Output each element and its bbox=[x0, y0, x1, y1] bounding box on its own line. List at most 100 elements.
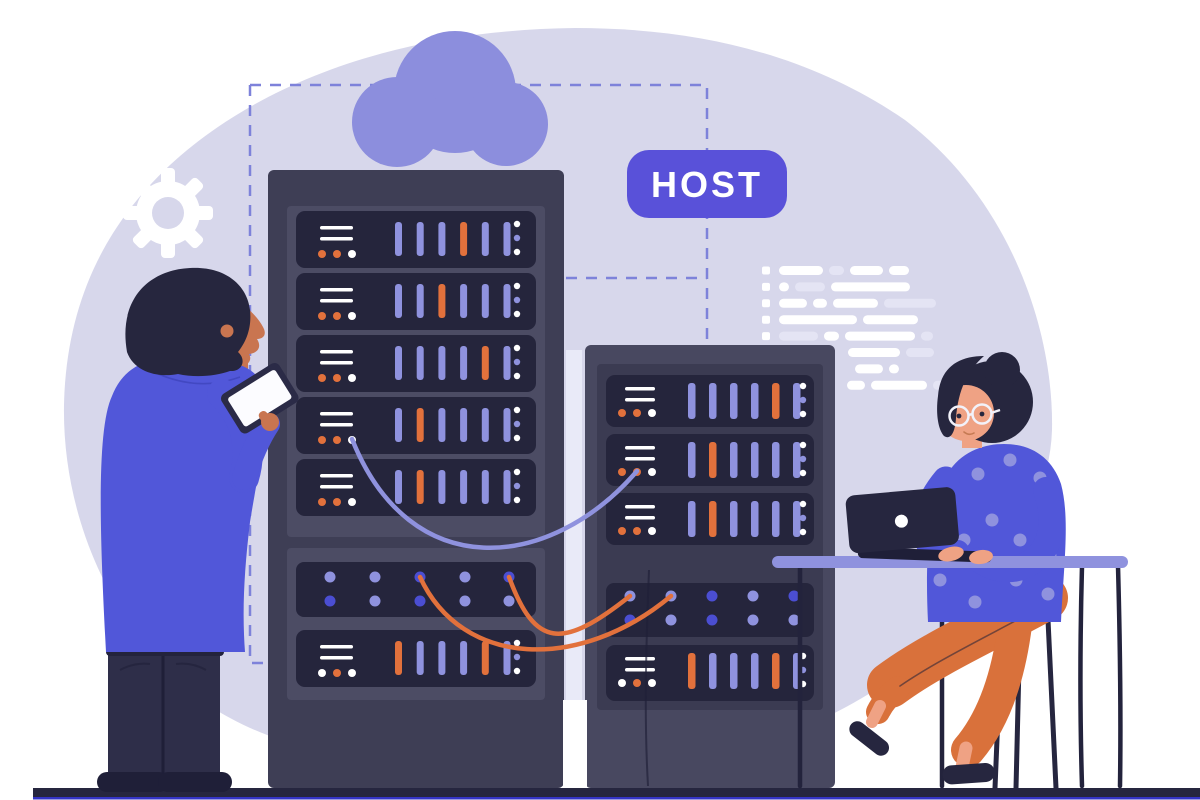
patch-panel-face bbox=[296, 562, 536, 617]
front-dot bbox=[333, 250, 341, 258]
front-dot bbox=[633, 527, 641, 535]
front-dot bbox=[318, 374, 326, 382]
side-dot bbox=[513, 434, 521, 442]
code-bar bbox=[884, 298, 936, 308]
side-dot bbox=[513, 482, 521, 490]
gear-icon bbox=[123, 168, 213, 258]
server-bar bbox=[460, 408, 468, 442]
patch-panel bbox=[606, 583, 814, 637]
side-dot bbox=[799, 469, 807, 477]
code-bar bbox=[889, 364, 899, 374]
code-bullet bbox=[762, 299, 770, 308]
server-bar bbox=[730, 383, 738, 419]
woman-shoe bbox=[942, 762, 995, 785]
network-cable-purple bbox=[349, 436, 640, 551]
desk-leg bbox=[1115, 563, 1123, 789]
status-line bbox=[625, 398, 655, 402]
code-line-row bbox=[848, 348, 934, 357]
code-bar bbox=[833, 298, 878, 308]
code-bar bbox=[871, 380, 927, 390]
man-shoe bbox=[97, 772, 169, 792]
code-bar bbox=[848, 348, 900, 357]
status-line bbox=[320, 237, 353, 241]
status-line bbox=[625, 668, 655, 672]
code-bar bbox=[829, 266, 844, 275]
code-line-row bbox=[762, 331, 933, 341]
server-bar bbox=[688, 501, 696, 537]
patch-dot bbox=[369, 595, 381, 607]
server-bar bbox=[416, 641, 424, 675]
server-bar bbox=[395, 222, 402, 256]
server-bar bbox=[772, 442, 780, 478]
host-badge: HOST bbox=[627, 150, 787, 218]
patch-dot bbox=[747, 614, 759, 626]
front-dot bbox=[318, 436, 326, 444]
pants-pocket bbox=[175, 662, 207, 671]
server-unit bbox=[606, 434, 814, 486]
front-dot bbox=[648, 468, 656, 476]
side-dot bbox=[799, 441, 807, 449]
status-line bbox=[625, 387, 655, 391]
front-dot bbox=[618, 527, 626, 535]
status-line bbox=[320, 412, 353, 416]
code-bar bbox=[889, 266, 909, 275]
woman-eye bbox=[979, 411, 985, 417]
server-bar bbox=[416, 408, 424, 442]
server-bar bbox=[730, 501, 738, 537]
status-line bbox=[625, 457, 655, 461]
code-bullet bbox=[762, 282, 770, 291]
status-line bbox=[625, 505, 655, 509]
side-dot bbox=[513, 234, 521, 242]
side-dot bbox=[513, 667, 521, 675]
patch-dot bbox=[788, 590, 800, 602]
man-ear bbox=[220, 324, 234, 338]
tablet bbox=[221, 362, 299, 434]
status-line bbox=[320, 288, 353, 292]
server-bar bbox=[395, 470, 402, 504]
code-bar bbox=[831, 282, 910, 292]
server-unit bbox=[296, 211, 536, 268]
host-badge-background bbox=[627, 150, 787, 218]
server-bar bbox=[460, 346, 468, 380]
side-dot bbox=[799, 396, 807, 404]
server-bar bbox=[688, 383, 696, 419]
front-dot bbox=[618, 409, 626, 417]
server-bar bbox=[481, 222, 489, 256]
server-bar bbox=[793, 501, 801, 537]
server-bar bbox=[438, 346, 446, 380]
front-dot bbox=[348, 374, 356, 382]
side-dot bbox=[513, 653, 521, 661]
server-unit-face bbox=[296, 459, 536, 516]
code-bullet bbox=[762, 315, 770, 324]
front-dot bbox=[318, 312, 326, 320]
front-dot bbox=[648, 679, 656, 687]
front-dot bbox=[348, 669, 356, 677]
server-bar bbox=[751, 653, 759, 689]
server-unit-face bbox=[296, 211, 536, 268]
side-dot bbox=[513, 220, 521, 228]
patch-dot bbox=[324, 595, 336, 607]
server-unit-face bbox=[296, 630, 536, 687]
code-bar bbox=[863, 315, 918, 325]
server-unit bbox=[296, 273, 536, 330]
code-bar bbox=[779, 298, 807, 308]
network-cables bbox=[349, 436, 674, 652]
desk-top bbox=[772, 556, 1128, 568]
server-bar bbox=[730, 442, 738, 478]
code-line-row bbox=[855, 364, 899, 374]
patch-dot bbox=[706, 590, 718, 602]
server-bar bbox=[730, 653, 738, 689]
server-unit bbox=[296, 397, 536, 454]
server-rack-left bbox=[268, 170, 564, 788]
front-dot bbox=[348, 498, 356, 506]
front-dot bbox=[618, 679, 626, 687]
patch-dot bbox=[665, 614, 677, 626]
side-dot bbox=[513, 344, 521, 352]
side-dot bbox=[513, 248, 521, 256]
rack-gap-floor bbox=[563, 700, 587, 788]
side-dot bbox=[799, 528, 807, 536]
patch-panel-face bbox=[606, 583, 814, 637]
side-dot bbox=[513, 639, 521, 647]
code-bar bbox=[847, 380, 865, 390]
